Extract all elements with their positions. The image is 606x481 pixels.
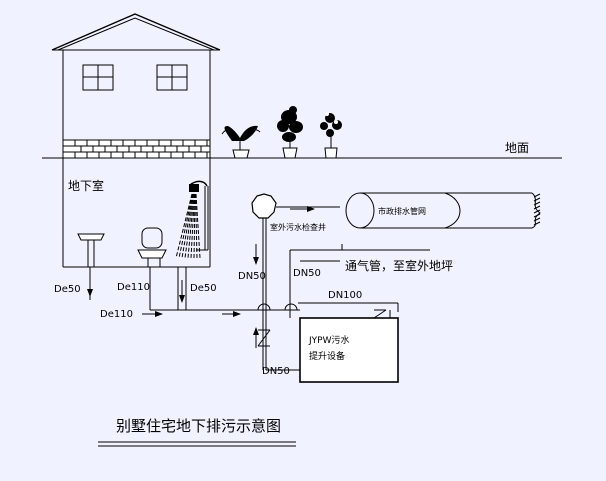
jypw-lifting-unit [299, 317, 399, 383]
label-jypw-line1: JYPW污水 [308, 334, 349, 346]
label-dn50-vent: DN50 [293, 268, 321, 279]
label-dn100-outlet: DN100 [328, 290, 362, 301]
basement-walls [62, 158, 211, 268]
crossover-arc-1 [257, 303, 271, 311]
brick-band [62, 139, 211, 159]
washbasin [77, 233, 105, 267]
potted-plant-1 [221, 125, 261, 159]
label-jypw-line2: 提升设备 [309, 350, 345, 362]
label-municipal-pipe: 市政排水管网 [378, 206, 426, 216]
house-roof [51, 13, 221, 51]
basement-drains [87, 267, 187, 310]
main-drain-pipe [142, 309, 300, 317]
label-vent-pipe: 通气管，至室外地坪 [345, 258, 453, 273]
label-de50-shower: De50 [190, 283, 217, 294]
label-dn50-riser: DN50 [238, 271, 266, 282]
check-valve-riser [257, 329, 271, 347]
label-basement: 地下室 [68, 178, 104, 193]
label-ground: 地面 [505, 141, 529, 155]
riser-pipe [253, 218, 267, 370]
label-de110-main: De110 [100, 309, 133, 320]
potted-plant-2 [277, 106, 303, 159]
inspection-well [251, 193, 340, 219]
label-de110-toilet: De110 [117, 282, 150, 293]
shower [175, 180, 209, 259]
toilet [137, 227, 167, 267]
house-window-right [156, 64, 188, 91]
municipal-pipe [345, 192, 541, 229]
house-window-left [82, 64, 114, 91]
crossover-arc-2 [284, 303, 298, 311]
label-de50-left: De50 [54, 284, 81, 295]
label-inspection-well: 室外污水检查井 [270, 222, 326, 232]
label-dn50-bottom: DN50 [262, 366, 290, 377]
diagram-title: 别墅住宅地下排污示意图 [116, 417, 281, 435]
potted-plant-3 [320, 112, 342, 159]
vent-pipe [289, 244, 430, 318]
